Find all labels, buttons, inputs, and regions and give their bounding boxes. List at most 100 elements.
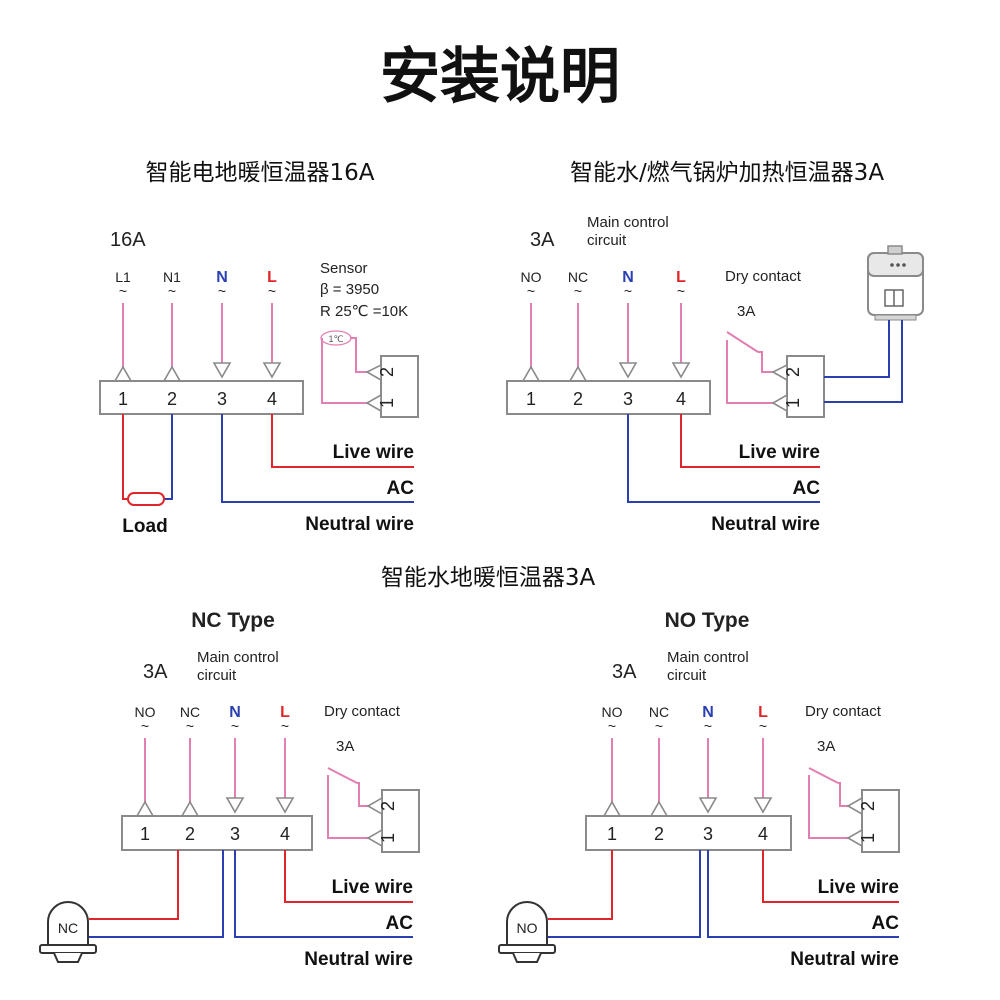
tilde-1: ~ [119,283,127,299]
terminal-number-1: 1 [526,389,536,409]
neutral-wire-line [221,414,414,503]
contact-terminal-number-2: 2 [378,801,398,811]
terminal-number-4: 4 [676,389,686,409]
dry-contact-switch-arm [808,767,839,784]
terminal-number-3: 3 [703,824,713,844]
rating-label: 3A [143,661,168,683]
sensor-resistance: R 25℃ =10K [320,303,408,320]
live-wire-line [271,414,414,468]
valve-icon [498,901,556,963]
main-control-label-line2: circuit [197,667,237,684]
valve-wire-blue [89,850,224,938]
main-control-label-line1: Main control [587,214,669,231]
terminal-number-4: 4 [758,824,768,844]
contact-terminal-number-1: 1 [858,833,878,843]
section-title-electric: 智能电地暖恒温器16A [145,160,374,186]
tilde-4: ~ [281,718,289,734]
main-control-label-line2: circuit [587,232,627,249]
load-wire-blue [164,414,173,500]
live-wire-line [284,850,413,903]
terminal-block [121,815,313,851]
live-wire-label: Live wire [332,877,413,898]
main-control-label-line1: Main control [197,649,279,666]
valve-wire-red [89,850,179,920]
contact-arrow-1 [366,828,383,848]
terminal-arrow-4 [671,362,691,379]
tilde-3: ~ [218,283,226,299]
terminal-number-2: 2 [167,389,177,409]
sensor-wire-b [350,337,368,373]
sensor-terminal-number-2: 2 [377,367,397,377]
terminal-label-nc: NC [649,704,669,720]
main-control-label-line1: Main control [667,649,749,666]
boiler-wire-1 [824,320,903,403]
terminal-label-n: N [622,269,634,286]
terminal-number-1: 1 [140,824,150,844]
valve-wire-red [548,850,613,920]
terminal-label-l: L [758,704,768,721]
type-title: NO Type [665,609,750,632]
tilde-1: ~ [141,718,149,734]
tilde-4: ~ [759,718,767,734]
terminal-label-n: N [216,269,228,286]
contact-terminal-number-2: 2 [783,367,803,377]
sensor-probe-label: 1℃ [328,334,343,344]
contact-arrow-2 [366,796,383,816]
terminal-arrow-2 [180,800,200,817]
dry-contact-wire-b [838,782,848,807]
ac-label: AC [872,913,900,934]
load-resistor-icon [127,492,165,506]
tilde-2: ~ [655,718,663,734]
terminal-number-4: 4 [267,389,277,409]
boiler-wire-2 [824,320,890,378]
contact-terminal-block [381,789,420,853]
dry-contact-rating: 3A [336,738,354,755]
terminal-label-l: L [280,704,290,721]
terminal-arrow-4 [275,797,295,814]
ac-label: AC [387,478,415,499]
terminal-block [99,380,304,415]
dry-contact-wire-a [327,775,368,839]
terminal-block [506,380,711,415]
sensor-arrow-2 [365,363,382,382]
contact-arrow-2 [846,796,863,816]
terminal-number-1: 1 [118,389,128,409]
contact-terminal-number-2: 2 [858,801,878,811]
dry-contact-label: Dry contact [805,703,882,720]
panel-electric: 16A L1 N1 N L ~ ~ ~ ~ 1 2 3 4 Sensor β =… [99,229,419,537]
dry-contact-wire-b [758,351,773,373]
rating-label: 3A [530,229,555,251]
terminal-arrow-1 [135,800,155,817]
live-wire-line [762,850,899,903]
valve-label: NC [58,920,78,936]
live-wire-label: Live wire [818,877,899,898]
sensor-terminal-number-1: 1 [377,398,397,408]
dry-contact-rating: 3A [737,303,755,320]
load-wire-red [122,414,128,500]
terminal-label-l: L [676,269,686,286]
live-wire-label: Live wire [333,442,414,463]
terminal-number-1: 1 [607,824,617,844]
contact-arrow-1 [771,393,788,413]
contact-terminal-number-1: 1 [378,833,398,843]
terminal-label-no: NO [135,704,156,720]
terminal-label-l: L [267,269,277,286]
terminal-label-nc: NC [568,269,588,285]
rating-label: 16A [110,229,146,251]
type-title: NC Type [191,609,275,632]
valve-icon [39,901,97,963]
terminal-arrow-2 [649,800,669,817]
dry-contact-label: Dry contact [324,703,401,720]
terminal-number-3: 3 [623,389,633,409]
sensor-wire-a [321,338,368,404]
dry-contact-rating: 3A [817,738,835,755]
dry-contact-wire-b [357,782,368,807]
main-control-label-line2: circuit [667,667,707,684]
tilde-1: ~ [527,283,535,299]
terminal-arrow-3 [618,362,638,379]
sensor-beta: β = 3950 [320,281,379,298]
load-label: Load [122,516,167,537]
tilde-2: ~ [186,718,194,734]
neutral-wire-label: Neutral wire [711,514,820,535]
